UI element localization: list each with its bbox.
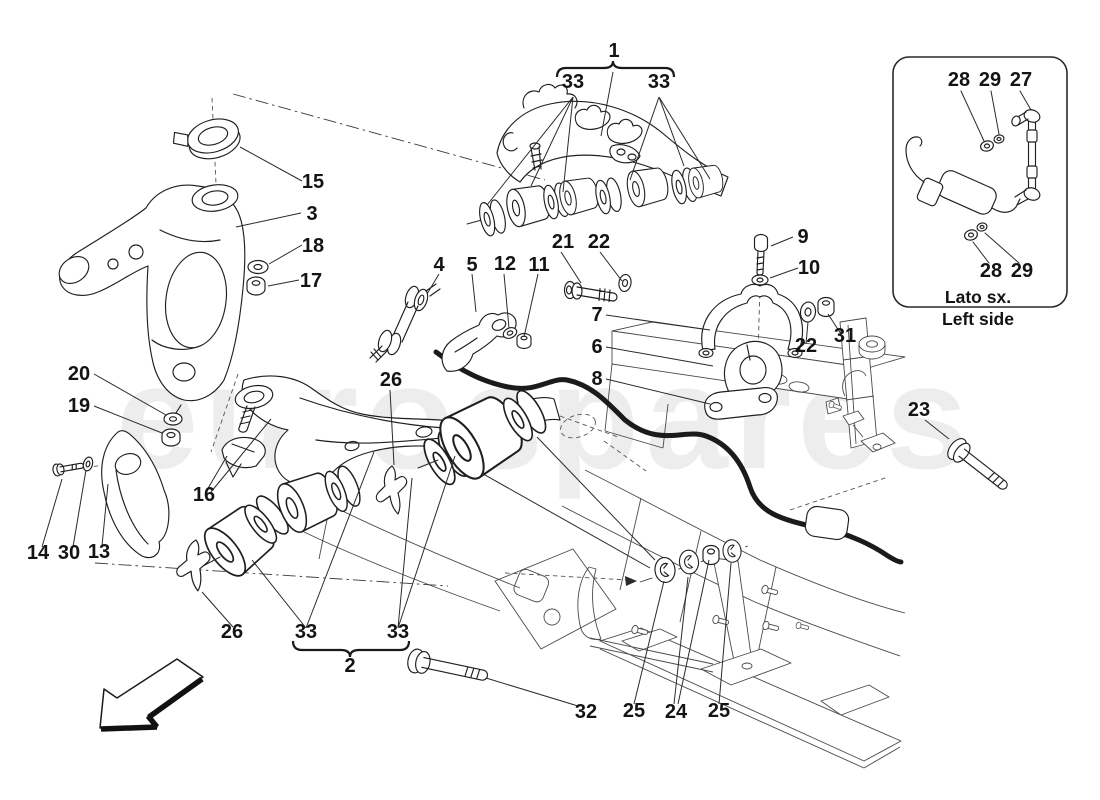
callout-1: 1 xyxy=(608,40,619,62)
inset-washer-29-bottom xyxy=(976,222,988,232)
group-bracket-2 xyxy=(291,640,411,658)
grommet-19 xyxy=(161,428,181,447)
callout-31: 31 xyxy=(834,325,856,347)
callout-11: 11 xyxy=(528,254,549,276)
washer-20 xyxy=(163,404,183,426)
callout-33-bottom-right: 33 xyxy=(387,621,409,643)
callout-25-right: 25 xyxy=(708,700,730,722)
callout-13: 13 xyxy=(88,541,110,563)
washer-18 xyxy=(247,259,269,275)
inset-callout-28-bottom: 28 xyxy=(980,260,1002,282)
inset-caption-italian: Lato sx. xyxy=(945,287,1011,307)
callout-33-top-left: 33 xyxy=(562,71,584,93)
bar-bushing-cuff xyxy=(804,505,850,541)
callout-12: 12 xyxy=(494,253,516,275)
bolt-23 xyxy=(947,438,1008,490)
callout-21: 21 xyxy=(552,231,574,253)
callout-26-upper: 26 xyxy=(380,369,402,391)
fork-clip-26-lower xyxy=(174,537,212,593)
clamp-ring-15 xyxy=(172,118,241,160)
shield-13 xyxy=(101,430,170,559)
washer-10 xyxy=(751,274,769,286)
callout-17: 17 xyxy=(300,270,322,292)
callout-9: 9 xyxy=(797,226,808,248)
stabilizer-link-4 xyxy=(369,283,441,363)
callout-6: 6 xyxy=(591,336,602,358)
callout-26-lower: 26 xyxy=(221,621,243,643)
inset-link-27 xyxy=(1011,109,1041,206)
callout-19: 19 xyxy=(68,395,90,417)
inset-caption-english: Left side xyxy=(942,309,1014,329)
inset-border xyxy=(892,56,1068,308)
callout-20: 20 xyxy=(68,363,90,385)
callout-8: 8 xyxy=(591,368,602,390)
callout-15: 15 xyxy=(302,171,324,193)
callout-24: 24 xyxy=(665,701,688,723)
callout-22-top: 22 xyxy=(588,231,610,253)
washer-30 xyxy=(82,456,94,472)
rail-boss xyxy=(858,335,886,360)
callout-32: 32 xyxy=(575,701,597,723)
callout-33-top-right: 33 xyxy=(648,71,670,93)
guard-assembly xyxy=(52,404,266,559)
inset-drawing xyxy=(905,90,1041,264)
stabilizer-clamp-7 xyxy=(698,283,803,359)
circlip-25-left xyxy=(653,555,677,585)
washer-22-left xyxy=(618,273,632,293)
callout-5: 5 xyxy=(466,254,477,276)
inset-sensor xyxy=(905,136,1021,215)
callout-30: 30 xyxy=(58,542,80,564)
inset-washer-28-bottom xyxy=(964,229,978,241)
inset-washer-29-top xyxy=(993,134,1005,144)
upper-control-arm xyxy=(466,83,729,238)
washer-12 xyxy=(502,327,518,339)
link-bracket-5 xyxy=(441,312,517,372)
bolt-14 xyxy=(52,462,85,477)
bolt-21 xyxy=(563,280,618,303)
bolt-32 xyxy=(407,648,489,681)
steering-knuckle xyxy=(58,118,269,402)
callout-33-bottom-left: 33 xyxy=(295,621,317,643)
clamp-plate-8 xyxy=(704,387,778,420)
insertion-arrowhead xyxy=(625,576,637,586)
callout-7: 7 xyxy=(591,304,602,326)
inset-washer-28-top xyxy=(980,140,994,152)
callout-16: 16 xyxy=(193,484,215,506)
ball-stud xyxy=(234,384,274,433)
inset-callout-27: 27 xyxy=(1010,69,1032,91)
nut-31 xyxy=(817,296,835,318)
callout-23: 23 xyxy=(908,399,930,421)
callout-22-right: 22 xyxy=(795,335,817,357)
lower-control-arm xyxy=(174,375,561,593)
callout-18: 18 xyxy=(302,235,324,257)
bolt-9 xyxy=(753,233,769,276)
callout-10: 10 xyxy=(798,257,820,279)
direction-arrow xyxy=(99,658,204,732)
leader-lines xyxy=(41,71,950,707)
callout-3: 3 xyxy=(306,203,317,225)
washer-22-right xyxy=(799,301,817,323)
inset-left-side: 28 29 27 28 29 Lato sx. Left side xyxy=(892,56,1068,329)
group-bracket-1 xyxy=(555,60,676,78)
nut-24 xyxy=(702,544,720,566)
inset-callout-28-top: 28 xyxy=(948,69,970,91)
callout-2: 2 xyxy=(344,655,355,677)
callouts: 1 33 33 15 3 18 17 4 5 12 11 21 22 9 10 … xyxy=(27,40,930,723)
callout-25-left: 25 xyxy=(623,700,645,722)
callout-14: 14 xyxy=(27,542,50,564)
circlip-25-mid xyxy=(677,548,701,576)
inset-callout-29-top: 29 xyxy=(979,69,1001,91)
callout-4: 4 xyxy=(433,254,445,276)
inset-callout-29-bottom: 29 xyxy=(1011,260,1033,282)
nut-17 xyxy=(246,276,266,296)
stabilizer-bar xyxy=(433,349,904,565)
